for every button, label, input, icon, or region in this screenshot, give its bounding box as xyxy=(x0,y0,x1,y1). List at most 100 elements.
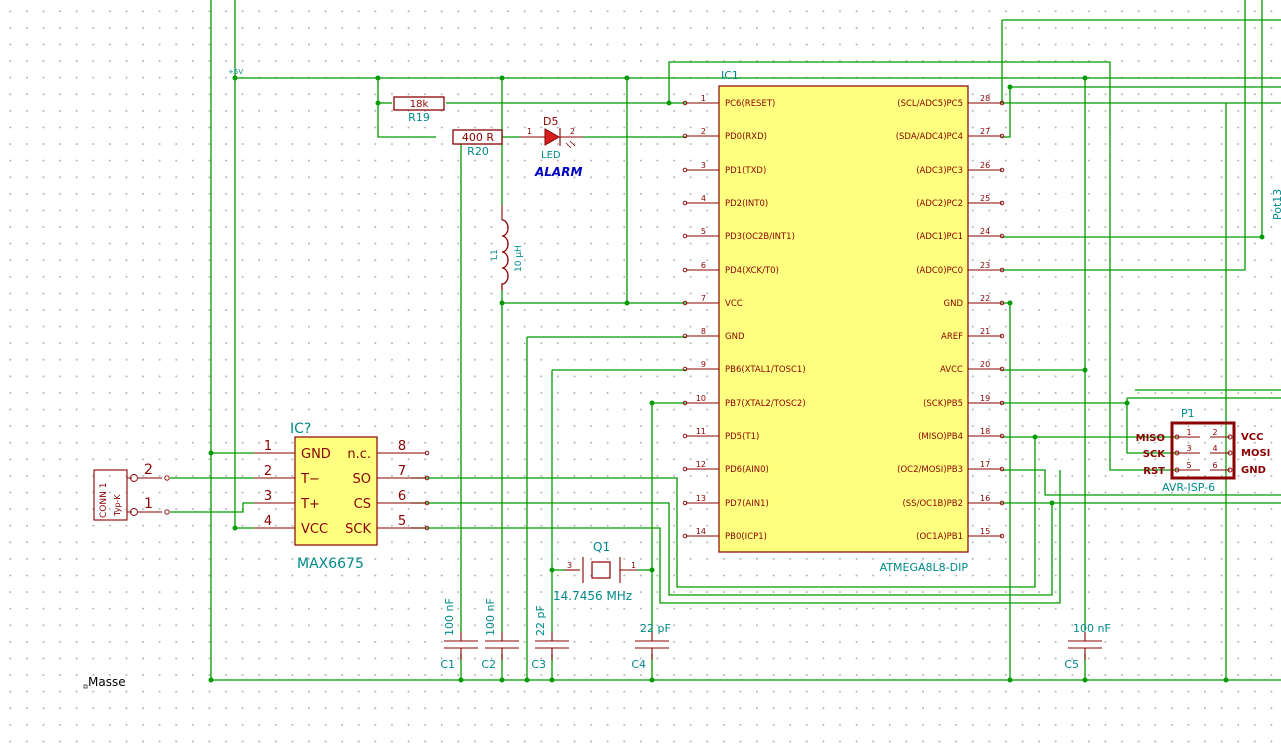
p1-pin-end xyxy=(1174,467,1180,473)
p1-pin-number: 6 xyxy=(1212,461,1217,470)
masse-marker: Masse xyxy=(83,675,126,689)
r20-value: 400 R xyxy=(462,131,494,144)
ic1-pin-name: PB0(ICP1) xyxy=(725,532,767,542)
d5-pin1: 1 xyxy=(527,127,532,136)
ic1-pin-name: (ADC0)PC0 xyxy=(916,266,963,276)
ic1-pin-name: (ADC2)PC2 xyxy=(916,199,963,209)
ic1-pin-name: PB6(XTAL1/TOSC1) xyxy=(725,365,806,375)
conn1-type: Typ-K xyxy=(113,494,122,517)
max6675-pin-name: SO xyxy=(353,472,371,487)
p1-value: AVR-ISP-6 xyxy=(1162,481,1215,494)
p1-pin-number: 4 xyxy=(1212,444,1217,453)
conn1-connector[interactable]: CONN 1 Typ-K 2 1 xyxy=(93,462,170,521)
capacitor-value: 100 nF xyxy=(443,598,456,636)
q1-pin-left: 3 xyxy=(567,561,572,570)
max6675-pin-number: 5 xyxy=(398,514,406,529)
ic1-pin-end xyxy=(682,200,688,206)
ic1-pin-end xyxy=(682,433,688,439)
ic1-pin-name: PD1(TXD) xyxy=(725,166,766,176)
ic1-pin-number: 5 xyxy=(701,227,706,236)
r19-resistor[interactable]: 18k R19 xyxy=(393,96,445,124)
capacitor-value: 22 pF xyxy=(640,622,671,635)
masse-label: Masse xyxy=(88,675,126,689)
p1-pin-number: 5 xyxy=(1186,461,1191,470)
ic1-pin-name: (ADC3)PC3 xyxy=(916,166,963,176)
ic1-pin-end xyxy=(999,500,1005,506)
q1-crystal[interactable]: 3 1 Q1 14.7456 MHz xyxy=(553,540,638,603)
ic1-pin-number: 9 xyxy=(701,360,706,369)
p1-pin-end xyxy=(1227,434,1233,440)
p1-pin-end xyxy=(1174,434,1180,440)
p1-signal-label: RST xyxy=(1143,466,1165,477)
max6675-pin-end xyxy=(424,475,430,481)
ic1-pin-number: 7 xyxy=(701,294,706,303)
capacitor-ref: C2 xyxy=(481,658,496,671)
r19-value: 18k xyxy=(410,99,429,110)
d5-ref: D5 xyxy=(543,115,558,128)
capacitor-value: 100 nF xyxy=(484,598,497,636)
conn1-pin-1: 1 xyxy=(144,496,153,512)
ic1-pin-end xyxy=(682,300,688,306)
ic1-pin-number: 18 xyxy=(980,427,990,436)
ic1-pin-end xyxy=(999,300,1005,306)
max6675-pin-end xyxy=(424,500,430,506)
capacitor-c2[interactable]: C2 100 nF xyxy=(481,598,520,671)
d5-led[interactable]: D5 LED 1 2 ALARM xyxy=(520,115,583,179)
ic1-pin-number: 10 xyxy=(696,394,706,403)
ic1-pin-name: PC6(RESET) xyxy=(725,99,775,109)
conn1-pin-2: 2 xyxy=(144,462,153,478)
l1-inductor[interactable]: L1 10 µH xyxy=(490,205,524,290)
ic1-pin-number: 26 xyxy=(980,161,990,170)
ic1-pin-number: 4 xyxy=(701,194,706,203)
max6675-pin-end xyxy=(424,450,430,456)
max6675-ref: IC? xyxy=(290,421,311,437)
p1-signal-label: SCK xyxy=(1143,449,1167,460)
ic1-pin-end xyxy=(682,167,688,173)
ic1-pin-number: 15 xyxy=(980,527,990,536)
ic1-pin-end xyxy=(999,466,1005,472)
max6675-pin-name: SCK xyxy=(345,522,371,537)
q1-value: 14.7456 MHz xyxy=(553,589,632,603)
r20-ref: R20 xyxy=(467,145,489,158)
capacitor-value: 100 nF xyxy=(1073,622,1111,635)
q1-pin-right: 1 xyxy=(631,561,636,570)
ic1-pin-number: 24 xyxy=(980,227,990,236)
ic1-pin-end xyxy=(682,333,688,339)
l1-ref: L1 xyxy=(490,249,500,260)
p1-signal-label: GND xyxy=(1241,465,1266,476)
ic1-pin-end xyxy=(682,100,688,106)
power-label: +5V xyxy=(228,68,243,76)
ic1-pin-end xyxy=(999,400,1005,406)
p1-pin-number: 1 xyxy=(1186,428,1191,437)
max6675-pin-number: 4 xyxy=(264,514,272,529)
ic1-pin-name: PD5(T1) xyxy=(725,432,759,442)
ic1-pin-end xyxy=(999,133,1005,139)
max6675-pin-number: 8 xyxy=(398,439,406,454)
ic1-pin-number: 17 xyxy=(980,460,990,469)
ic1-pin-end xyxy=(682,133,688,139)
max6675-pin-name: VCC xyxy=(301,522,328,537)
ic1-right-pins: 28(SCL/ADC5)PC527(SDA/ADC4)PC426(ADC3)PC… xyxy=(896,94,1005,542)
ic1-atmega[interactable]: 1PC6(RESET)2PD0(RXD)3PD1(TXD)4PD2(INT0)5… xyxy=(682,69,1005,574)
ic1-pin-name: PD6(AIN0) xyxy=(725,465,769,475)
ic1-pin-name: GND xyxy=(944,299,964,309)
p1-pin-number: 3 xyxy=(1186,444,1191,453)
ic1-pin-name: PD4(XCK/T0) xyxy=(725,266,779,276)
ic1-pin-name: PD3(OC2B/INT1) xyxy=(725,232,795,242)
ic1-pin-end xyxy=(999,333,1005,339)
ic1-ref: IC1 xyxy=(721,69,739,82)
ic1-pin-end xyxy=(999,267,1005,273)
ic1-pin-end xyxy=(682,400,688,406)
ic1-value: ATMEGA8L8-DIP xyxy=(880,561,969,574)
ic1-pin-name: (SCL/ADC5)PC5 xyxy=(897,99,963,109)
max6675-pin-number: 2 xyxy=(264,464,272,479)
r20-resistor[interactable]: 400 R R20 xyxy=(452,129,503,158)
